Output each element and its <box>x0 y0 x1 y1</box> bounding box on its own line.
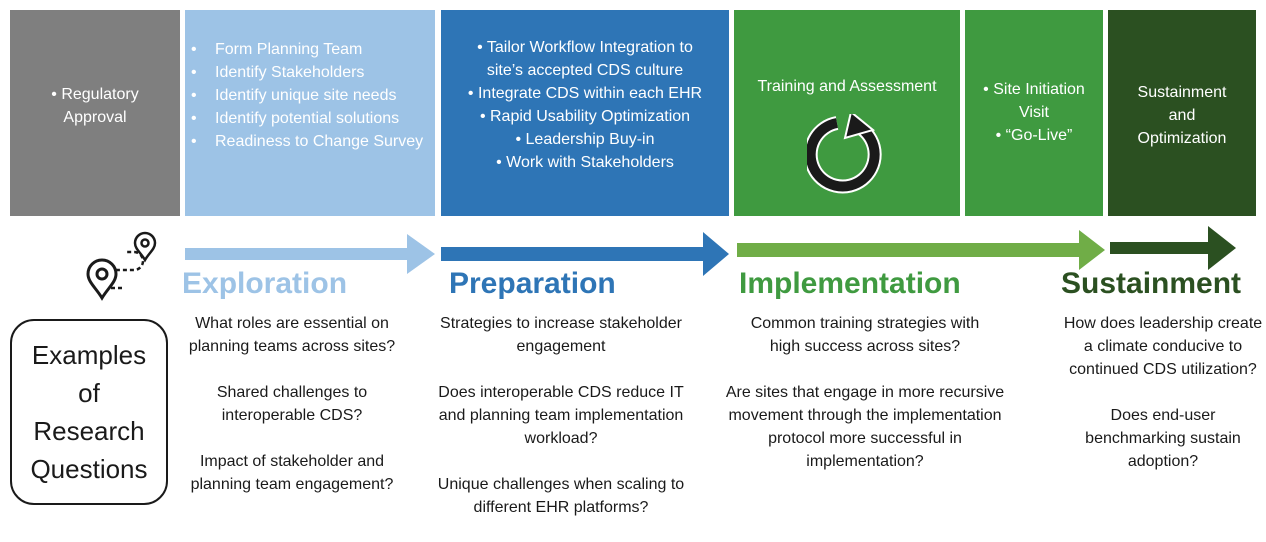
training-title: Training and Assessment <box>757 78 937 95</box>
preparation-item: Work with Stakeholders <box>445 151 725 174</box>
exploration-item: Identify unique site needs <box>185 84 427 107</box>
preparation-question: Unique challenges when scaling to differ… <box>437 476 685 516</box>
preparation-questions: Strategies to increase stakeholder engag… <box>420 312 702 542</box>
exploration-arrow <box>185 234 435 274</box>
preparation-arrow <box>441 232 729 276</box>
exploration-phase-label: Exploration <box>182 267 348 300</box>
regulatory-box: Regulatory Approval <box>10 10 180 216</box>
preparation-item: Leadership Buy-in <box>445 128 725 151</box>
site-initiation-item: Site Initiation Visit <box>965 78 1103 124</box>
sustainment-phase-label: Sustainment <box>1061 267 1242 300</box>
sustainment-question: How does leadership create a climate con… <box>1063 315 1263 378</box>
sustainment-questions: How does leadership create a climate con… <box>1062 312 1264 496</box>
preparation-item: Rapid Usability Optimization <box>445 105 725 128</box>
exploration-box: Form Planning Team Identify Stakeholders… <box>185 10 435 216</box>
regulatory-item: Regulatory Approval <box>24 83 166 129</box>
examples-label-box: Examples of Research Questions <box>10 319 168 505</box>
preparation-question: Does interoperable CDS reduce IT and pla… <box>438 384 684 447</box>
training-box: Training and Assessment <box>734 10 960 216</box>
site-initiation-box: Site Initiation Visit “Go-Live” <box>965 10 1103 216</box>
exploration-item: Form Planning Team <box>185 38 427 61</box>
sustainment-question: Does end-user benchmarking sustain adopt… <box>1085 407 1241 470</box>
cycle-arrow-icon <box>803 110 882 194</box>
exploration-item: Identify Stakeholders <box>185 61 427 84</box>
preparation-box: Tailor Workflow Integration to site’s ac… <box>441 10 729 216</box>
preparation-item: Integrate CDS within each EHR <box>445 82 725 105</box>
exploration-question: What roles are essential on planning tea… <box>188 315 396 355</box>
sustainment-box: Sustainment and Optimization <box>1108 10 1256 216</box>
sustainment-title: Sustainment and Optimization <box>1137 84 1227 147</box>
implementation-arrow <box>737 230 1105 270</box>
exploration-questions: What roles are essential on planning tea… <box>176 312 408 519</box>
examples-label: Examples of Research Questions <box>30 340 148 484</box>
exploration-question: Impact of stakeholder and planning team … <box>190 453 394 493</box>
exploration-question: Shared challenges to interoperable CDS? <box>216 384 368 424</box>
implementation-phase-label: Implementation <box>739 267 961 300</box>
preparation-question: Strategies to increase stakeholder engag… <box>440 315 682 355</box>
implementation-question: Are sites that engage in more recursive … <box>725 384 1005 470</box>
map-route-icon <box>86 231 157 301</box>
site-initiation-item: “Go-Live” <box>965 124 1103 147</box>
sustainment-arrow <box>1110 226 1236 270</box>
implementation-question: Common training strategies with high suc… <box>750 315 980 355</box>
preparation-item: Tailor Workflow Integration to site’s ac… <box>445 36 725 82</box>
implementation-questions: Common training strategies with high suc… <box>724 312 1006 496</box>
exploration-item: Identify potential solutions <box>185 107 427 130</box>
exploration-item: Readiness to Change Survey <box>185 130 427 153</box>
preparation-phase-label: Preparation <box>449 267 616 300</box>
